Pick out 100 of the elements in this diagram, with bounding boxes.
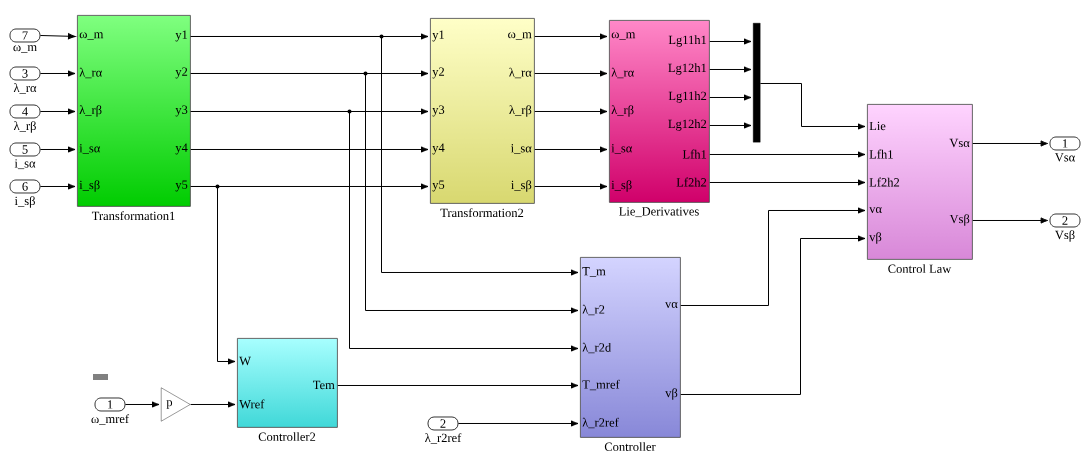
arrow [39, 33, 76, 40]
port-label: vα [665, 302, 678, 308]
arrow [709, 151, 866, 158]
arrow [972, 217, 1049, 224]
port-label: vα [869, 207, 882, 213]
port-label: y2 [175, 67, 188, 79]
port-label: i_sβ [611, 180, 632, 192]
arrow [534, 70, 608, 77]
outport-block: 1 [1049, 136, 1081, 151]
arrow [457, 420, 579, 427]
port-label: λ_r2d [582, 342, 612, 354]
port-label: λ_r2 [582, 304, 605, 316]
port-label: λ_rβ [611, 105, 634, 117]
port-name: ω_mref [91, 414, 130, 425]
port-name: Vsβ [1055, 230, 1075, 242]
arrow [534, 183, 608, 190]
inport-block: 3 [9, 66, 41, 81]
arrow [709, 66, 752, 73]
inport-block: 4 [9, 104, 41, 119]
port-label: Lg12h1 [668, 63, 707, 75]
port-label: Lie [869, 121, 886, 131]
port-label: Lg12h2 [668, 119, 707, 131]
arrow [190, 186, 236, 365]
block-title: Transformation2 [440, 208, 524, 218]
arrow [39, 70, 76, 77]
port-name: ω_m [13, 45, 37, 53]
arrow [190, 401, 236, 408]
port-label: λ_rα [611, 67, 634, 79]
arrow [534, 33, 608, 40]
port-label: i_sβ [511, 180, 532, 192]
port-label: Lg11h2 [668, 91, 707, 103]
arrow [680, 207, 866, 306]
port-name: Vsα [1054, 153, 1075, 162]
port-label: λ_r2ref [582, 417, 619, 429]
port-label: Lf2h2 [869, 177, 900, 187]
port-label: y4 [175, 143, 188, 155]
inport-block: 1 [94, 397, 126, 412]
arrow [534, 146, 608, 153]
block-title: Controller [604, 442, 656, 451]
arrow [709, 179, 866, 186]
port-label: Lf2h2 [676, 177, 707, 187]
port-label: λ_rβ [79, 105, 102, 117]
port-name: λ_rβ [13, 121, 36, 133]
port-name: λ_r2ref [425, 433, 462, 444]
port-label: i_sα [611, 144, 633, 154]
port-label: T_mref [582, 379, 620, 391]
block-title: Controller2 [258, 432, 316, 441]
port-label: y1 [432, 30, 444, 42]
arrow [39, 108, 76, 115]
port-name: λ_rα [13, 83, 37, 94]
arrow [39, 183, 76, 190]
port-name: i_sβ [14, 196, 35, 208]
port-label: i_sα [79, 144, 101, 154]
port-label: y4 [432, 143, 445, 155]
arrow [972, 140, 1049, 147]
port-label: ω_m [508, 32, 532, 40]
arrow [190, 111, 579, 352]
arrow [759, 83, 866, 130]
port-label: Lg11h1 [668, 35, 707, 47]
block-title: Lie_Derivatives [619, 207, 699, 218]
port-label: Tem [313, 380, 335, 390]
gain-triangle: p [161, 387, 191, 422]
arrow [709, 122, 752, 129]
inport-block: 2 [427, 416, 459, 431]
arrow [124, 401, 160, 408]
port-label: Lfh1 [869, 149, 893, 159]
port-label: y5 [432, 180, 445, 192]
port-label: Vsα [949, 138, 970, 148]
arrow [39, 146, 76, 153]
outport-block: 2 [1049, 213, 1081, 228]
port-label: ω_m [611, 32, 636, 40]
port-label: i_sβ [79, 180, 100, 192]
inport-block: 5 [9, 142, 41, 157]
inport-block: 7 [9, 28, 41, 43]
block-title: Transformation1 [91, 211, 175, 221]
port-label: Vsβ [949, 214, 970, 226]
arrow [190, 146, 429, 153]
port-label: λ_rβ [509, 105, 532, 117]
arrow [709, 38, 752, 45]
port-label: Lfh1 [682, 149, 707, 159]
port-label: i_sα [510, 144, 532, 154]
arrow [190, 73, 579, 314]
port-label: T_m [582, 267, 606, 277]
port-name: i_sα [14, 159, 36, 170]
port-label: λ_rα [79, 67, 102, 79]
port-label: Wref [239, 399, 265, 409]
block-title: Control Law [888, 264, 952, 273]
inport-block: 6 [9, 179, 41, 194]
port-label: λ_rα [509, 67, 532, 79]
port-label: y3 [175, 105, 188, 117]
port-label: ω_m [79, 32, 104, 40]
port-label: vβ [665, 388, 678, 400]
port-label: vβ [869, 232, 882, 244]
port-label: y3 [432, 105, 445, 117]
port-label: W [239, 356, 251, 366]
port-label: y2 [432, 67, 444, 79]
arrow [709, 94, 752, 101]
arrow [680, 235, 866, 395]
arrow [337, 382, 579, 389]
port-label: y5 [175, 180, 188, 192]
